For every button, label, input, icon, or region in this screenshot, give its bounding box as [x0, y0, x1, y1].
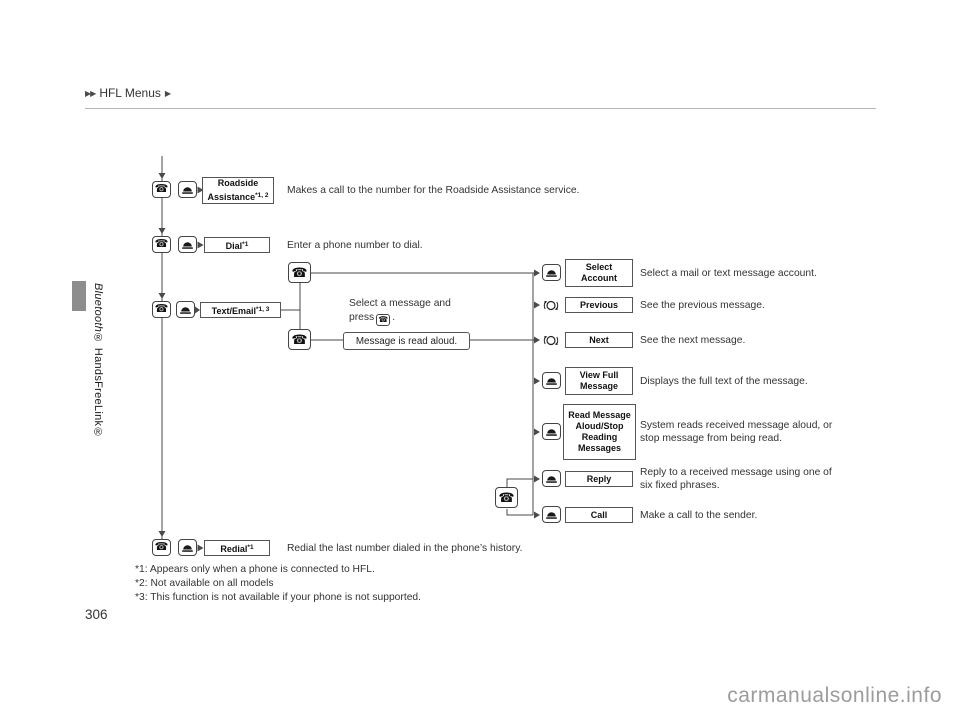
phone-glyph: ☎: [154, 183, 169, 195]
menu-box-roadside-assistance: Roadside Assistance*1, 2: [202, 177, 274, 204]
breadcrumb: ▶▶ HFL Menus ▶: [85, 86, 171, 100]
phone-glyph: ☎: [291, 332, 308, 347]
watermark: carmanualsonline.info: [727, 684, 942, 707]
menu-desc-read-message-aloud: System reads received message aloud, or …: [640, 420, 833, 444]
header-divider: [85, 108, 876, 109]
menu-desc-reply: Reply to a received message using one of…: [640, 467, 832, 491]
phone-junction-icon: ☎: [288, 329, 311, 350]
talk-button-icon: [178, 181, 197, 198]
menu-desc-select-account: Select a mail or text message account.: [640, 268, 817, 279]
menu-box-text-email: Text/Email*1, 3: [200, 302, 281, 318]
menu-box-dial: Dial*1: [204, 237, 270, 253]
breadcrumb-arrow-icon: ▶: [164, 88, 171, 98]
footnote-ref: *1: [247, 544, 254, 551]
phone-glyph: ☎: [154, 303, 169, 315]
pickup-button-icon: ☎: [152, 539, 171, 556]
footnote-1: *1: Appears only when a phone is connect…: [135, 564, 375, 575]
menu-desc-view-full-message: Displays the full text of the message.: [640, 376, 808, 387]
select-message-hint: Select a message and press☎.: [349, 297, 451, 326]
menu-desc-roadside: Makes a call to the number for the Roads…: [287, 185, 580, 196]
pickup-button-icon: ☎: [152, 236, 171, 253]
chapter-tab-marker: [72, 281, 86, 311]
phone-junction-icon: ☎: [288, 262, 311, 283]
hint-period: .: [392, 312, 396, 323]
menu-box-next: Next: [565, 332, 633, 348]
talk-button-icon: [176, 301, 195, 318]
footnote-3: *3: This function is not available if yo…: [135, 592, 422, 603]
menu-desc-next: See the next message.: [640, 335, 746, 346]
message-read-aloud-box: Message is read aloud.: [343, 332, 470, 350]
menu-label: Text/Email: [211, 306, 256, 316]
talk-button-icon: [542, 264, 561, 281]
menu-box-view-full-message: View Full Message: [565, 367, 633, 395]
phone-glyph: ☎: [378, 315, 389, 324]
talk-button-icon: [542, 506, 561, 523]
footnote-ref: *1: [242, 241, 249, 248]
breadcrumb-title: HFL Menus: [99, 86, 161, 100]
hint-line2: press: [349, 312, 375, 323]
menu-box-redial: Redial*1: [204, 540, 270, 556]
rotary-knob-icon: [541, 297, 561, 313]
page-number: 306: [85, 607, 108, 622]
breadcrumb-arrows-icon: ▶▶: [85, 88, 96, 98]
phone-glyph: ☎: [154, 238, 169, 250]
rotary-knob-icon: [541, 332, 561, 348]
talk-button-icon: [542, 423, 561, 440]
phone-glyph: ☎: [154, 541, 169, 553]
pickup-button-icon: ☎: [376, 314, 391, 326]
menu-desc-call: Make a call to the sender.: [640, 510, 758, 521]
hint-line1: Select a message and: [349, 298, 451, 309]
menu-desc-dial: Enter a phone number to dial.: [287, 240, 423, 251]
menu-box-read-message-aloud: Read Message Aloud/Stop Reading Messages: [563, 404, 636, 460]
chapter-sidebar-label: Bluetooth® HandsFreeLink®: [92, 283, 104, 513]
pickup-button-icon: ☎: [152, 301, 171, 318]
talk-button-icon: [542, 372, 561, 389]
phone-glyph: ☎: [498, 490, 515, 505]
phone-glyph: ☎: [291, 265, 308, 280]
talk-button-icon: [178, 236, 197, 253]
chapter-brand-text: Bluetooth®: [92, 283, 104, 345]
menu-box-call: Call: [565, 507, 633, 523]
chapter-rest-text: HandsFreeLink®: [92, 344, 104, 439]
footnote-ref: *1, 2: [255, 192, 269, 199]
menu-desc-redial: Redial the last number dialed in the pho…: [287, 543, 523, 554]
menu-box-select-account: Select Account: [565, 259, 633, 287]
menu-box-previous: Previous: [565, 297, 633, 313]
menu-label: Redial: [220, 544, 248, 554]
footnote-ref: *1, 3: [255, 306, 270, 313]
pickup-button-icon: ☎: [152, 181, 171, 198]
menu-box-reply: Reply: [565, 471, 633, 487]
menu-label: Dial: [225, 241, 243, 251]
talk-button-icon: [178, 539, 197, 556]
menu-desc-previous: See the previous message.: [640, 300, 765, 311]
talk-button-icon: [542, 470, 561, 487]
phone-junction-icon: ☎: [495, 487, 518, 508]
menu-label: Roadside Assistance: [207, 178, 259, 202]
footnote-2: *2: Not available on all models: [135, 578, 274, 589]
